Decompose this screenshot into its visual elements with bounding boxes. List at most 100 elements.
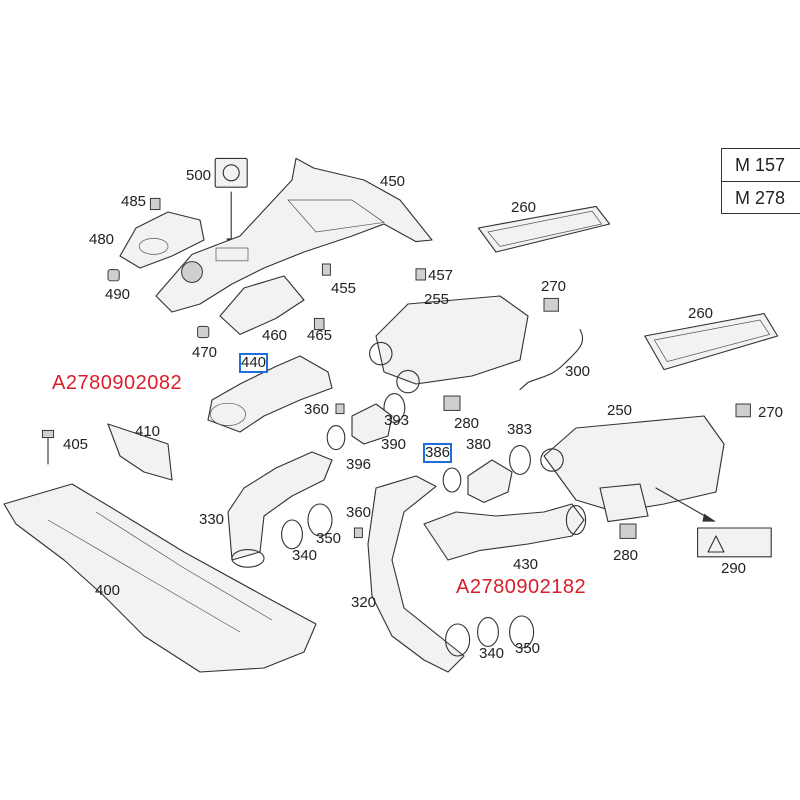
label-393: 393 [384, 412, 410, 429]
label-480: 480 [89, 231, 115, 248]
label-350-bottom: 350 [515, 640, 541, 657]
part-380-mass-airflow-sensor [467, 459, 513, 503]
part-440-intake-duct [207, 355, 333, 433]
part-430-intake-duct [423, 503, 585, 561]
label-380: 380 [466, 436, 492, 453]
label-290: 290 [721, 560, 747, 577]
part-260-filter-right [644, 313, 779, 371]
part-260-filter-top-inner [487, 210, 603, 247]
part-number-left: A2780902082 [52, 372, 183, 394]
part-400-lower-panel-rib [47, 519, 241, 633]
part-280-bracket-b [619, 523, 637, 539]
part-250-airbox [543, 415, 725, 513]
part-386-seal [442, 467, 462, 493]
part-480-hole [138, 238, 169, 255]
part-383-clamp [509, 445, 531, 475]
part-320-end [445, 623, 471, 657]
part-455-clip [321, 263, 331, 276]
part-360-screw-b [353, 527, 363, 539]
label-440: 440 [238, 353, 269, 373]
part-405-bolt-head [41, 429, 55, 439]
part-320-intake-hose [367, 475, 465, 673]
part-290-arrow [655, 487, 713, 521]
part-number-right: A2780902182 [456, 576, 587, 598]
label-500: 500 [186, 167, 212, 184]
part-450-engine-cover [155, 157, 433, 313]
part-360-screw-a [335, 403, 345, 415]
label-360-bottom: 360 [346, 504, 372, 521]
part-500-cap [214, 157, 248, 188]
part-400-lower-panel-rib2 [95, 511, 273, 621]
part-255-airbox [375, 295, 529, 385]
label-340-left: 340 [292, 547, 318, 564]
part-440-inlet [210, 402, 246, 426]
part-255-outlet-a [369, 341, 393, 366]
part-255-outlet-b [396, 369, 420, 394]
label-383: 383 [507, 421, 533, 438]
part-340-ring-a [281, 519, 303, 550]
part-270-sensor-a [543, 297, 559, 312]
part-430-end [565, 505, 587, 535]
label-350-left: 350 [316, 530, 342, 547]
part-350-clamp-b [509, 615, 535, 649]
label-465: 465 [307, 327, 333, 344]
label-300: 300 [565, 363, 591, 380]
part-465-clip [313, 317, 325, 331]
label-340-bottom: 340 [479, 645, 505, 662]
label-280-top: 280 [454, 415, 480, 432]
label-400: 400 [95, 582, 121, 599]
part-396-seal [326, 425, 346, 451]
part-450-label [215, 247, 249, 262]
part-393-clamp [383, 393, 406, 423]
label-386: 386 [422, 443, 453, 463]
part-350-clamp-a [307, 503, 333, 537]
part-260-filter-top [477, 205, 611, 253]
label-490: 490 [105, 286, 131, 303]
label-270-top: 270 [541, 278, 567, 295]
label-457: 457 [428, 267, 454, 284]
part-290-arrowhead [702, 513, 716, 522]
label-270-right: 270 [758, 404, 784, 421]
part-280-bracket-a [443, 395, 461, 411]
part-457-clip [415, 268, 427, 281]
label-250: 250 [607, 402, 633, 419]
part-330-intake-hose [227, 451, 333, 561]
label-430: 430 [513, 556, 539, 573]
part-460-cover [219, 275, 305, 335]
part-250-outlet [540, 448, 564, 472]
label-410: 410 [135, 423, 161, 440]
part-410-bracket [107, 423, 173, 481]
label-455: 455 [331, 280, 357, 297]
label-470: 470 [192, 344, 218, 361]
part-450-recess [287, 199, 385, 233]
engine-variant-box: M 157 M 278 [721, 148, 800, 214]
label-460: 460 [262, 327, 288, 344]
part-290-warning-triangle [707, 535, 725, 553]
part-260-filter-right-inner [653, 319, 771, 363]
part-450-badge [181, 261, 203, 283]
part-400-lower-panel [3, 483, 317, 673]
label-485: 485 [121, 193, 147, 210]
label-320: 320 [351, 594, 377, 611]
engine-variant-m157: M 157 [735, 155, 786, 175]
part-300-vacuum-line [519, 329, 584, 391]
part-390-mass-airflow-sensor [351, 403, 393, 445]
label-255: 255 [424, 291, 450, 308]
part-250-canister [599, 483, 649, 523]
part-330-end [231, 549, 265, 568]
label-280-bottom: 280 [613, 547, 639, 564]
label-360-top: 360 [304, 401, 330, 418]
label-260-top: 260 [511, 199, 537, 216]
label-390: 390 [381, 436, 407, 453]
part-500-ring [222, 164, 240, 182]
part-340-ring-b [477, 617, 499, 647]
engine-variant-m278: M 278 [722, 181, 800, 214]
label-260-right: 260 [688, 305, 714, 322]
label-405: 405 [63, 436, 89, 453]
part-490-grommet [107, 269, 120, 282]
label-396: 396 [346, 456, 372, 473]
label-450: 450 [380, 173, 406, 190]
part-270-sensor-b [735, 403, 751, 418]
label-330: 330 [199, 511, 225, 528]
